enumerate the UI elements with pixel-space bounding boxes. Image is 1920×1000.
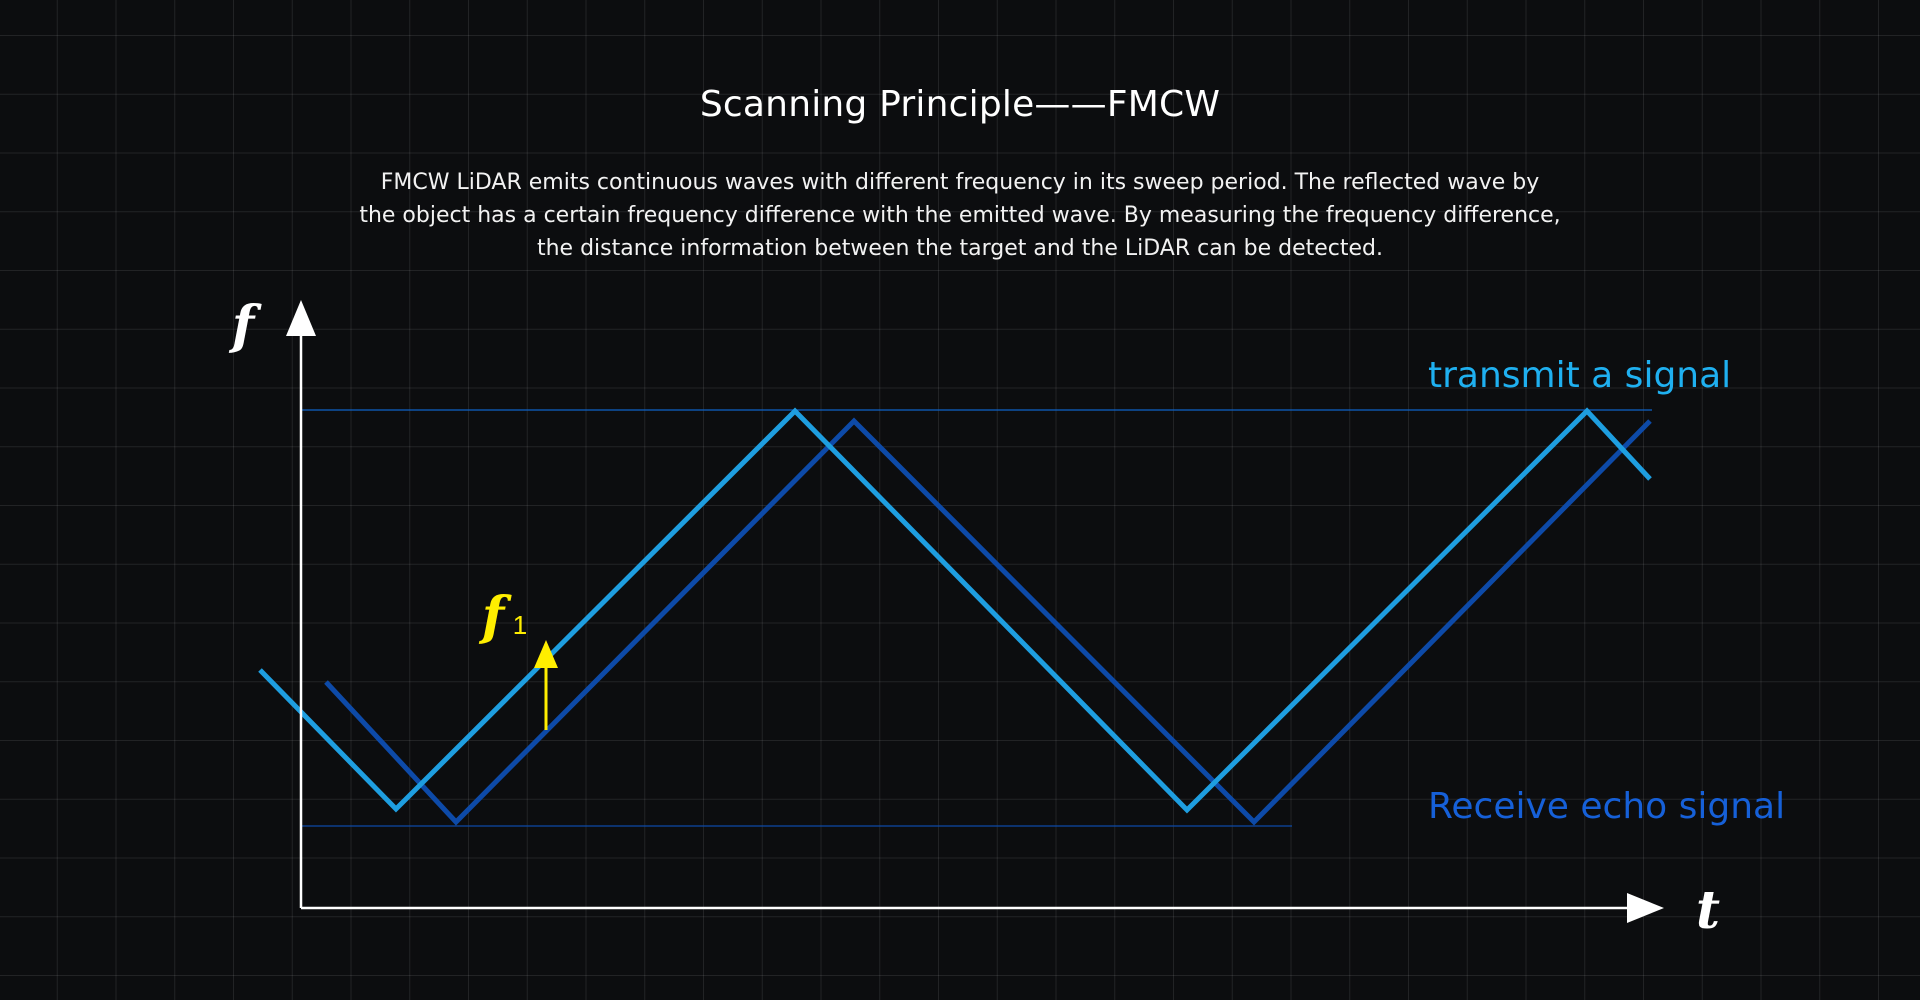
f1-subscript: 1 bbox=[513, 610, 527, 640]
x-axis-label: t bbox=[1696, 880, 1720, 941]
description-line-3: the distance information between the tar… bbox=[536, 236, 1383, 261]
y-axis-label: f bbox=[228, 295, 262, 356]
page-title: Scanning Principle——FMCW bbox=[699, 84, 1221, 125]
description-line-1: FMCW LiDAR emits continuous waves with d… bbox=[380, 170, 1540, 195]
receive-echo-signal-label: Receive echo signal bbox=[1428, 786, 1785, 827]
transmit-signal-label: transmit a signal bbox=[1428, 355, 1731, 396]
f1-label: f bbox=[478, 586, 512, 647]
y-axis-arrowhead bbox=[286, 300, 316, 336]
x-axis-arrowhead bbox=[1627, 893, 1664, 923]
receive-echo-signal-line bbox=[324, 417, 1652, 826]
f1-arrowhead bbox=[534, 640, 558, 668]
transmit-signal-line bbox=[258, 407, 1652, 814]
description-line-2: the object has a certain frequency diffe… bbox=[359, 203, 1561, 228]
description: FMCW LiDAR emits continuous waves with d… bbox=[330, 166, 1590, 265]
